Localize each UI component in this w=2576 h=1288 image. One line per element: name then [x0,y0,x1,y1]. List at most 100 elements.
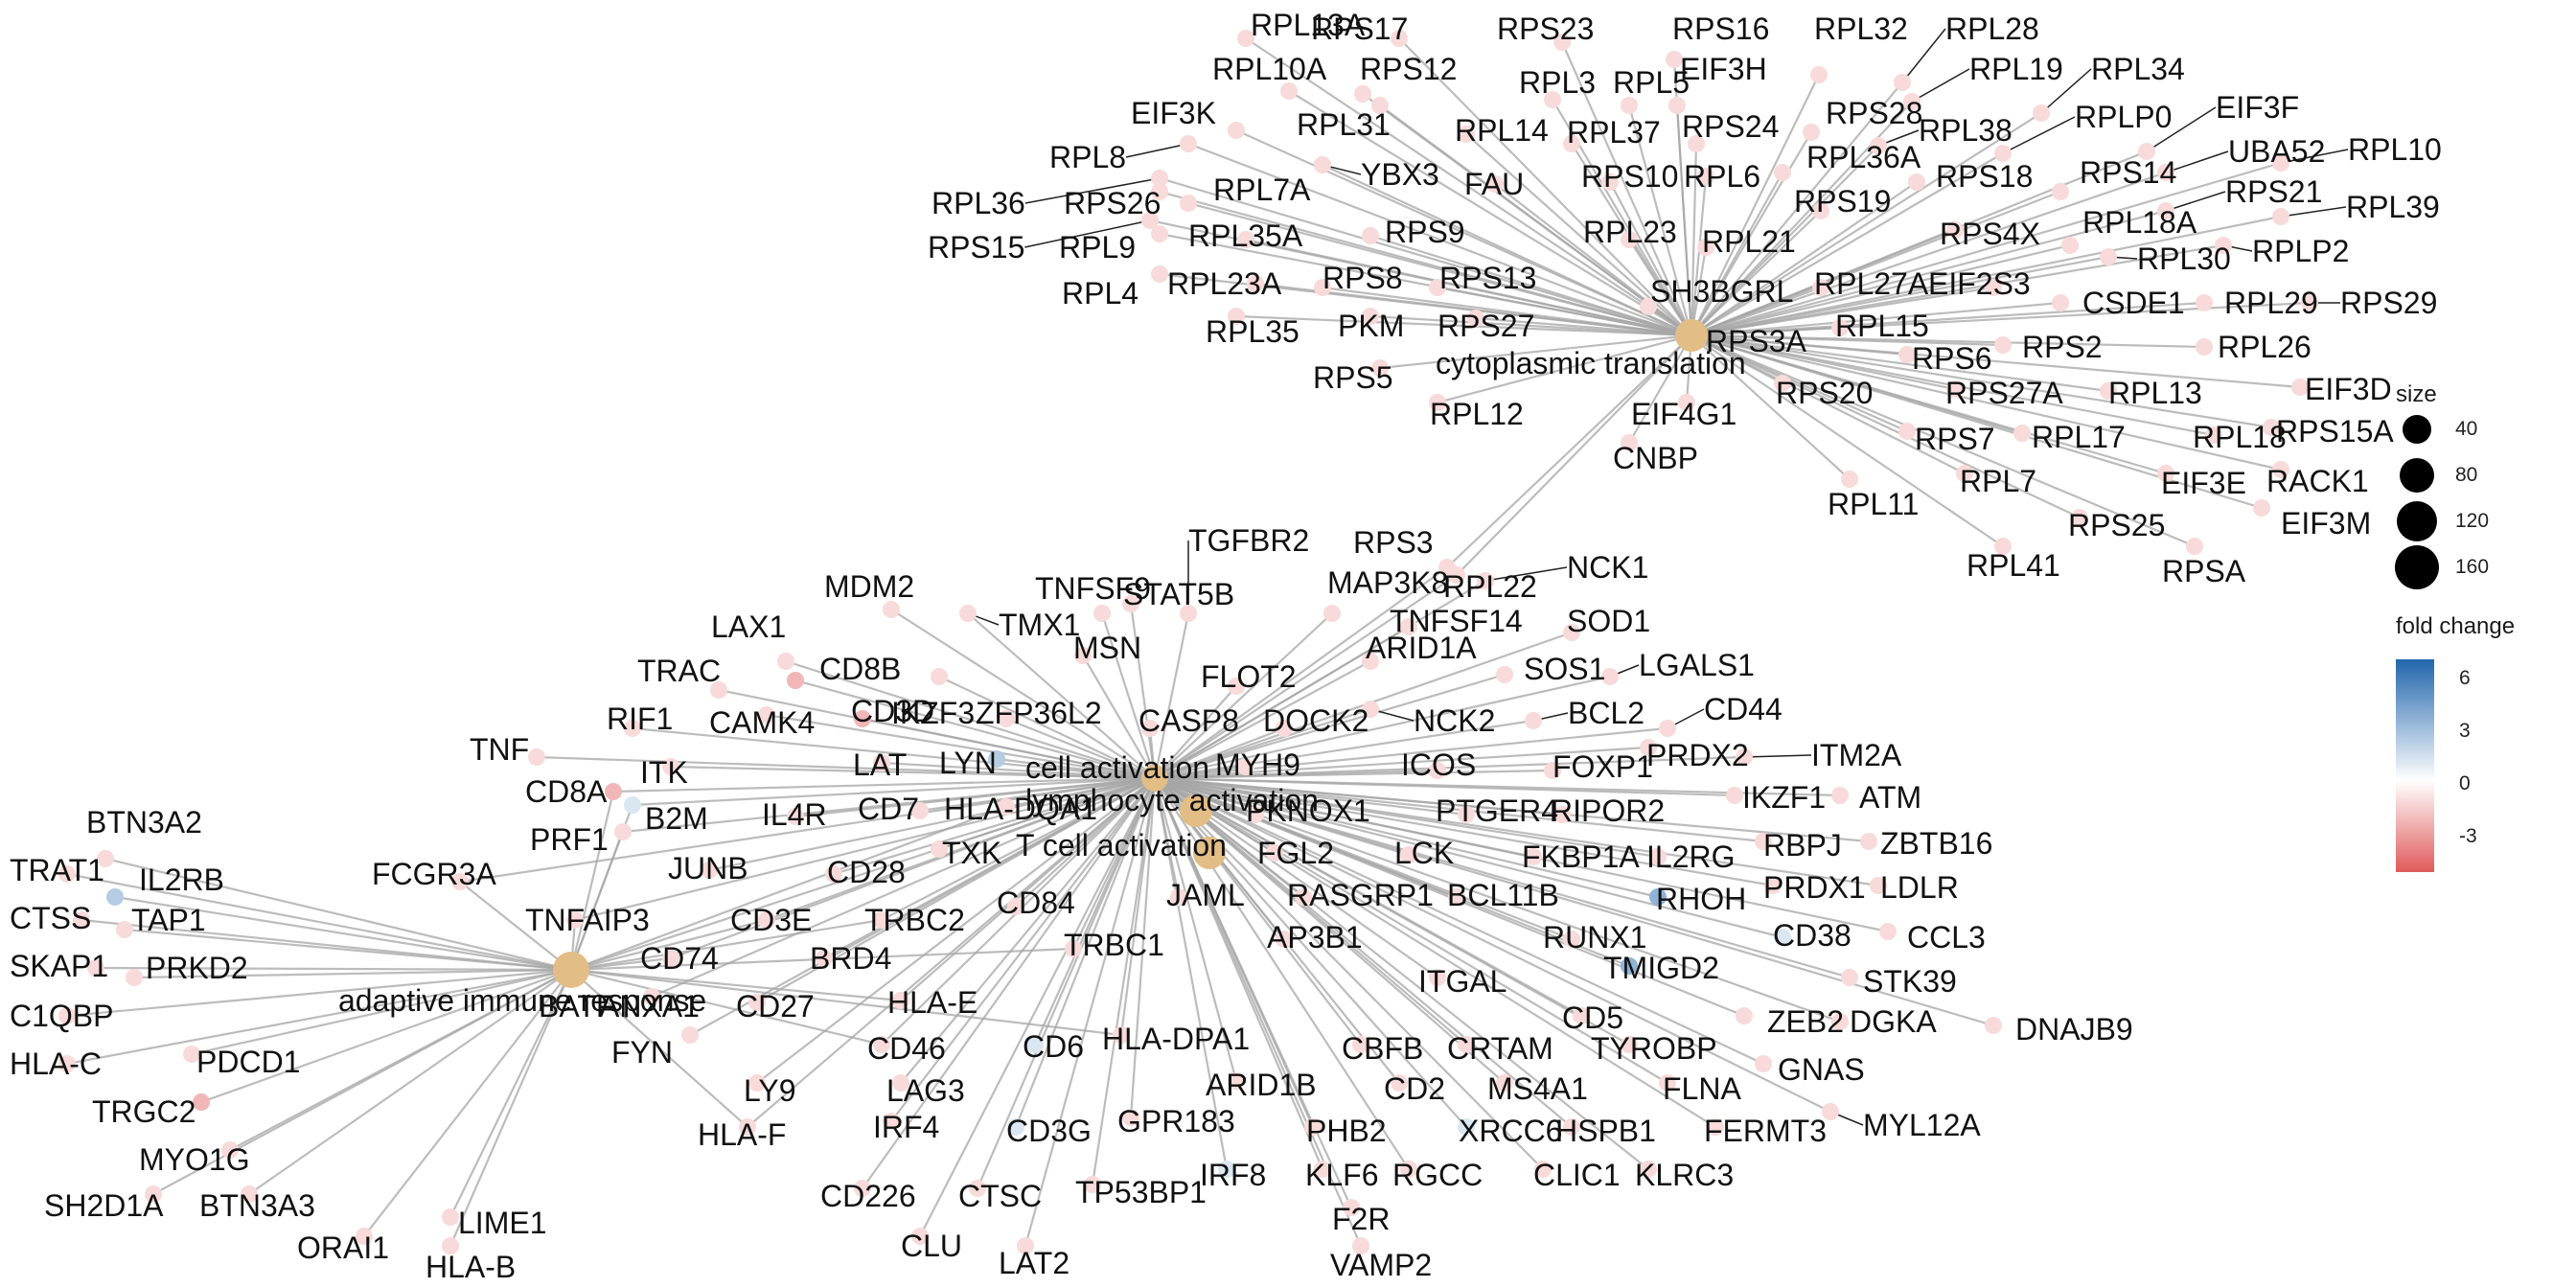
gene-node-anxa1 [643,988,660,1005]
gene-label-rpl11: RPL11 [1828,487,1919,521]
gene-node-rps27a [1946,380,1964,398]
gene-label-rps13: RPS13 [1439,261,1536,295]
gene-label-msn: MSN [1073,631,1141,665]
gene-node-lat [873,754,890,771]
size-legend-title: size [2396,381,2437,407]
edge-rps19-h1 [1690,210,1822,336]
edge-cd8b-h2 [794,678,1156,780]
gene-node-rpl3 [1544,91,1561,108]
category-node-h3 [1180,794,1212,827]
gene-node-prdx2 [1640,739,1657,756]
gene-label-rpl22: RPL22 [1443,569,1537,604]
edge-stat5b-h2 [1100,612,1157,779]
gene-label-cd3d: CD3D [851,694,934,728]
gene-node-tyrobp [1621,1036,1638,1053]
gene-label-eif2s3: EIF2S3 [1928,266,2031,301]
gene-label-rps23: RPS23 [1497,12,1594,46]
gene-label-rpl36a: RPL36A [1806,140,1921,174]
edge-rpl26-h1 [1690,334,2205,349]
gene-label-cd84: CD84 [997,886,1075,920]
edge-btn3a2-h5 [104,857,572,972]
gene-node-brd4 [816,950,833,967]
edge-foxp1-h2 [1154,769,1553,780]
gene-label-rps25: RPS25 [2068,508,2165,542]
gene-label-lyn: LYN [939,746,997,780]
gene-label-cd2: CD2 [1384,1071,1445,1106]
gene-label-tnfaip3: TNFAIP3 [525,903,650,937]
gene-label-cd44: CD44 [1704,692,1782,726]
gene-label-rpl17: RPL17 [2032,420,2126,454]
leader-uba52 [2165,150,2229,173]
gene-node-rps25 [2071,509,2088,526]
gene-label-rpl34: RPL34 [2091,52,2185,86]
gene-node-lgals1 [1601,668,1619,685]
gene-label-skap1: SKAP1 [10,949,108,983]
gene-node-tgfbr2 [1180,605,1197,622]
gene-node-zeb2 [1736,1007,1753,1024]
edge-rbpj-h2 [1154,776,1764,843]
gene-label-rps19: RPS19 [1794,184,1891,218]
gene-node-hla-b [442,1237,459,1254]
gene-label-rpl18a: RPL18A [2082,205,2197,240]
gene-label-ldlr: LDLR [1880,870,1959,905]
gene-node-lax1 [777,653,794,670]
gene-node-xrcc6 [1458,1118,1475,1136]
gene-label-ikzf3: IKZF3 [891,696,975,730]
gene-label-ctss: CTSS [10,901,91,935]
gene-node-rpl7 [1956,465,1973,482]
edge-lag3-h2 [900,777,1156,1084]
gene-label-casp8: CASP8 [1138,703,1239,738]
edge-rif1-h2 [632,726,1156,780]
gene-node-f2r [1343,1199,1360,1216]
edge-rps13-h1 [1437,286,1692,337]
gene-label-myo1g: MYO1G [139,1142,250,1177]
gene-label-rps14: RPS14 [2080,155,2176,190]
gene-label-rpl37: RPL37 [1567,115,1661,150]
edge-rps21-h1 [1690,209,2167,337]
gene-node-rpl30 [2100,248,2117,265]
edge-cd3g-h2 [1014,777,1157,1128]
gene-label-rpl28: RPL28 [1945,12,2039,46]
colorbar-tick-label: 3 [2459,720,2471,742]
gene-node-rpl17 [2013,425,2031,442]
edge-rpl12-h1 [1437,334,1692,404]
gene-node-rps20 [1774,375,1791,392]
edge-rps9-h1 [1369,234,1692,337]
gene-node-irf8 [1218,1161,1235,1178]
gene-label-rpl26: RPL26 [2218,330,2312,364]
category-label-h1: cytoplasmic translation [1436,346,1746,380]
gene-label-rpl13: RPL13 [2108,376,2202,410]
gene-label-eif3f: EIF3F [2216,90,2299,125]
gene-label-xrcc6: XRCC6 [1459,1114,1562,1148]
gene-node-rhoh [1649,888,1667,906]
gene-label-hla-b: HLA-B [426,1250,516,1284]
gene-label-flot2: FLOT2 [1201,659,1297,694]
gene-label-rpl7: RPL7 [1960,464,2036,498]
edge-tmx1-h2 [967,612,1156,779]
edge-tnf-h2 [536,755,1156,780]
gene-node-rps14 [2052,183,2069,200]
gene-label-arid1a: ARID1A [1366,631,1477,665]
gene-node-trbc2 [873,911,890,929]
gene-node-rpl36 [1151,170,1168,187]
gene-label-cd38: CD38 [1773,918,1852,953]
gene-label-btn3a2: BTN3A2 [86,805,202,840]
edge-ybx3-h1 [1322,164,1692,336]
size-legend-dot [2403,415,2431,444]
gene-node-fkbp1a [1525,848,1542,865]
gene-node-ripor2 [1553,806,1571,823]
gene-node-rpl41 [1994,538,2012,555]
edge-ikzf3-h2 [938,676,1156,779]
gene-label-uba52: UBA52 [2228,134,2325,169]
edge-tnfaip3-h2 [574,776,1156,922]
gene-label-itgal: ITGAL [1418,964,1506,999]
gene-label-sh2d1a: SH2D1A [44,1188,164,1223]
gene-node-myo1g [221,1141,239,1159]
gene-node-cbfb [1352,1036,1369,1053]
gene-label-lime1: LIME1 [458,1206,546,1240]
edge-rpl27a-h1 [1690,286,1822,337]
gene-label-zbtb16: ZBTB16 [1880,826,1992,861]
gene-label-eif3e: EIF3E [2161,466,2246,500]
gene-label-rhoh: RHOH [1656,882,1746,916]
